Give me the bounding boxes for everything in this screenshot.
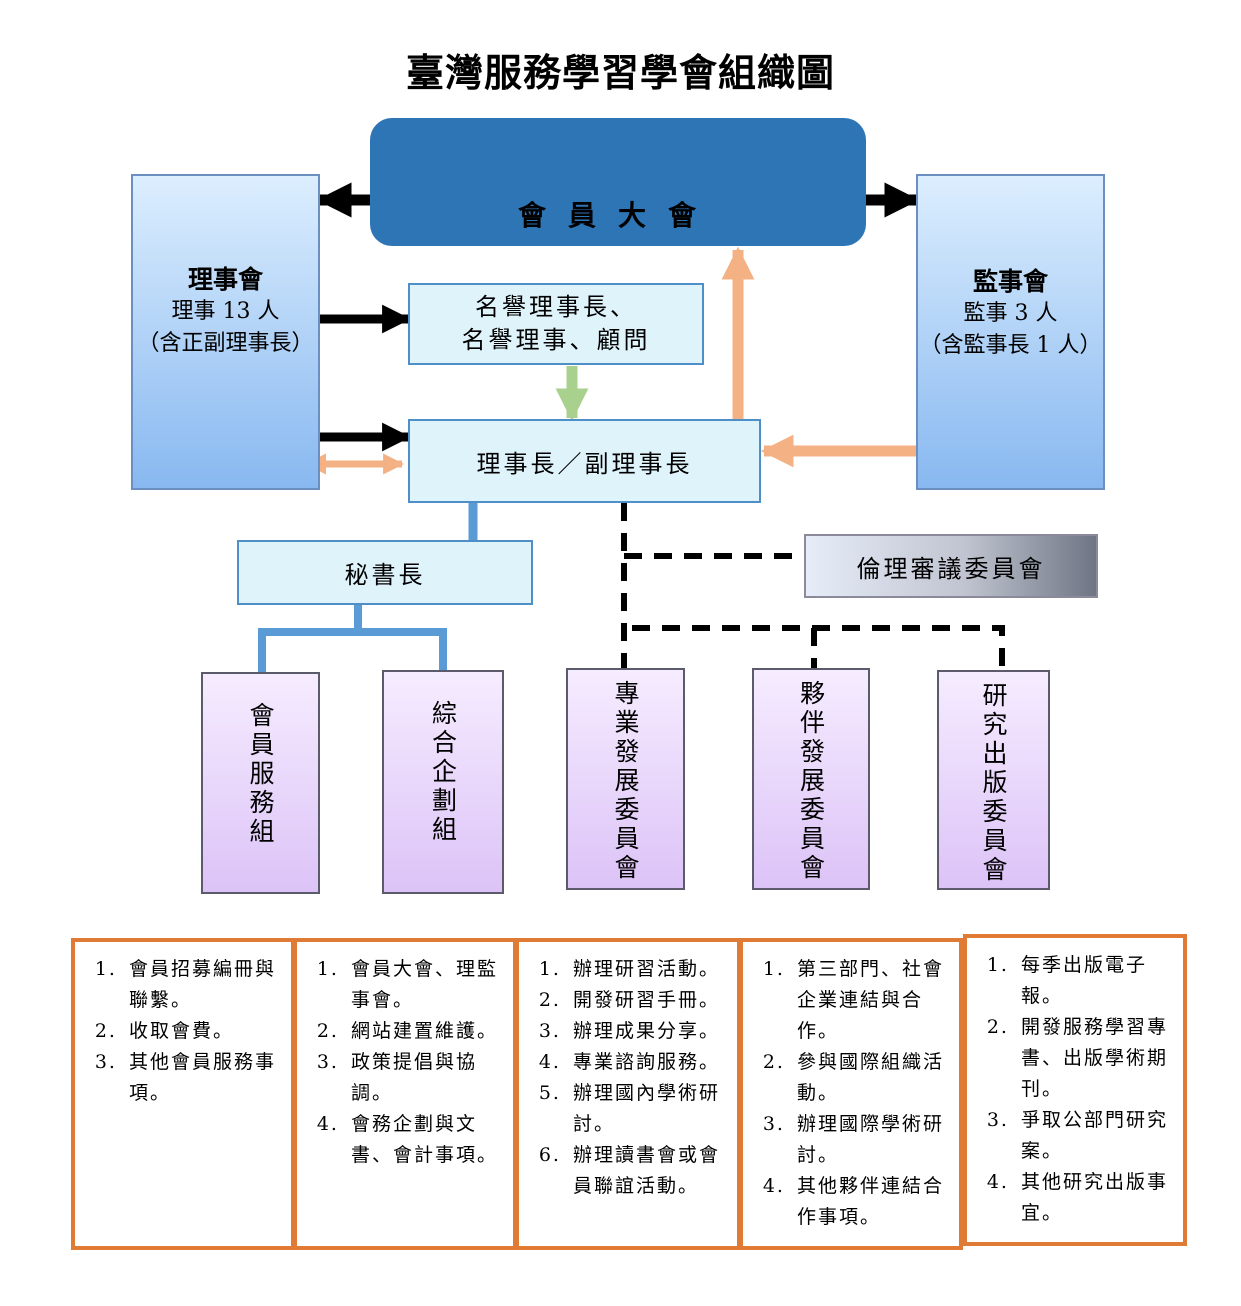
duty-item: 辦理研習活動。 [569,954,729,985]
duty-item: 爭取公部門研究案。 [1017,1105,1175,1167]
duty-item: 參與國際組織活動。 [793,1047,951,1109]
duty-item: 其他會員服務事項。 [125,1047,283,1109]
unit-planning: 綜合企劃組 [382,670,504,894]
supervisors-name: 監事會 [972,267,1048,296]
duties-planning: 會員大會、理監事會。 網站建置維護。 政策提倡與協調。 會務企劃與文書、會計事項… [293,938,517,1250]
line-secretary-to-groups-2 [358,628,447,672]
duty-item: 收取會費。 [125,1016,283,1047]
chair-box: 理事長／副理事長 [408,419,761,503]
duties-professional-development: 辦理研習活動。 開發研習手冊。 辦理成果分享。 專業諮詢服務。 辦理國內學術研討… [515,938,741,1250]
unit-research-publication: 研究出版委員會 [937,670,1050,890]
duty-item: 會員招募編冊與聯繫。 [125,954,283,1016]
duties-partner-development: 第三部門、社會企業連結與合作。 參與國際組織活動。 辦理國際學術研討。 其他夥伴… [739,938,963,1250]
honorary-box: 名譽理事長、 名譽理事、顧問 [408,283,704,365]
duty-item: 會員大會、理監事會。 [347,954,505,1016]
duty-item: 開發服務學習專書、出版學術期刊。 [1017,1012,1175,1105]
duty-item: 每季出版電子報。 [1017,950,1175,1012]
honorary-line1: 名譽理事長、 [475,293,637,321]
duty-item: 其他研究出版事宜。 [1017,1167,1175,1229]
duty-item: 第三部門、社會企業連結與合作。 [793,954,951,1047]
duty-item: 辦理成果分享。 [569,1016,729,1047]
duty-item: 會務企劃與文書、會計事項。 [347,1109,505,1171]
honorary-line2: 名譽理事、顧問 [461,326,651,354]
unit-label: 研究出版委員會 [979,682,1008,885]
duty-item: 辦理國內學術研討。 [569,1078,729,1140]
unit-member-services: 會員服務組 [201,672,320,894]
duty-item: 網站建置維護。 [347,1016,505,1047]
duties-member-services: 會員招募編冊與聯繫。 收取會費。 其他會員服務事項。 [71,938,295,1250]
supervisors-box: 監事會 監事 3 人 （含監事長 1 人） [916,174,1105,490]
unit-label: 會員服務組 [246,702,275,847]
duties-research-publication: 每季出版電子報。 開發服務學習專書、出版學術期刊。 爭取公部門研究案。 其他研究… [963,934,1187,1246]
line-secretary-to-groups [258,604,362,672]
dashed-committees [632,625,1005,668]
chart-title: 臺灣服務學習學會組織圖 [405,51,835,95]
unit-label: 夥伴發展委員會 [796,680,826,883]
duty-item: 政策提倡與協調。 [347,1047,505,1109]
duty-item: 開發研習手冊。 [569,985,729,1016]
duty-item: 專業諮詢服務。 [569,1047,729,1078]
duty-item: 其他夥伴連結合作事項。 [793,1171,951,1233]
supervisors-line1: 監事 3 人 [963,301,1058,326]
ethics-committee-box: 倫理審議委員會 [804,534,1098,598]
board-box: 理事會 理事 13 人 （含正副理事長） [131,174,320,490]
board-name: 理事會 [187,265,263,294]
board-line2: （含正副理事長） [137,331,314,356]
supervisors-line2: （含監事長 1 人） [919,333,1102,358]
board-line1: 理事 13 人 [171,299,280,324]
unit-partner-development: 夥伴發展委員會 [752,668,870,890]
general-assembly-box: 會員大會 [370,118,866,246]
secretary-general-box: 秘書長 [237,540,533,605]
unit-label: 綜合企劃組 [428,700,458,845]
unit-professional-development: 專業發展委員會 [566,668,685,890]
duty-item: 辦理讀書會或會員聯誼活動。 [569,1140,729,1202]
duty-item: 辦理國際學術研討。 [793,1109,951,1171]
unit-label: 專業發展委員會 [611,680,640,883]
